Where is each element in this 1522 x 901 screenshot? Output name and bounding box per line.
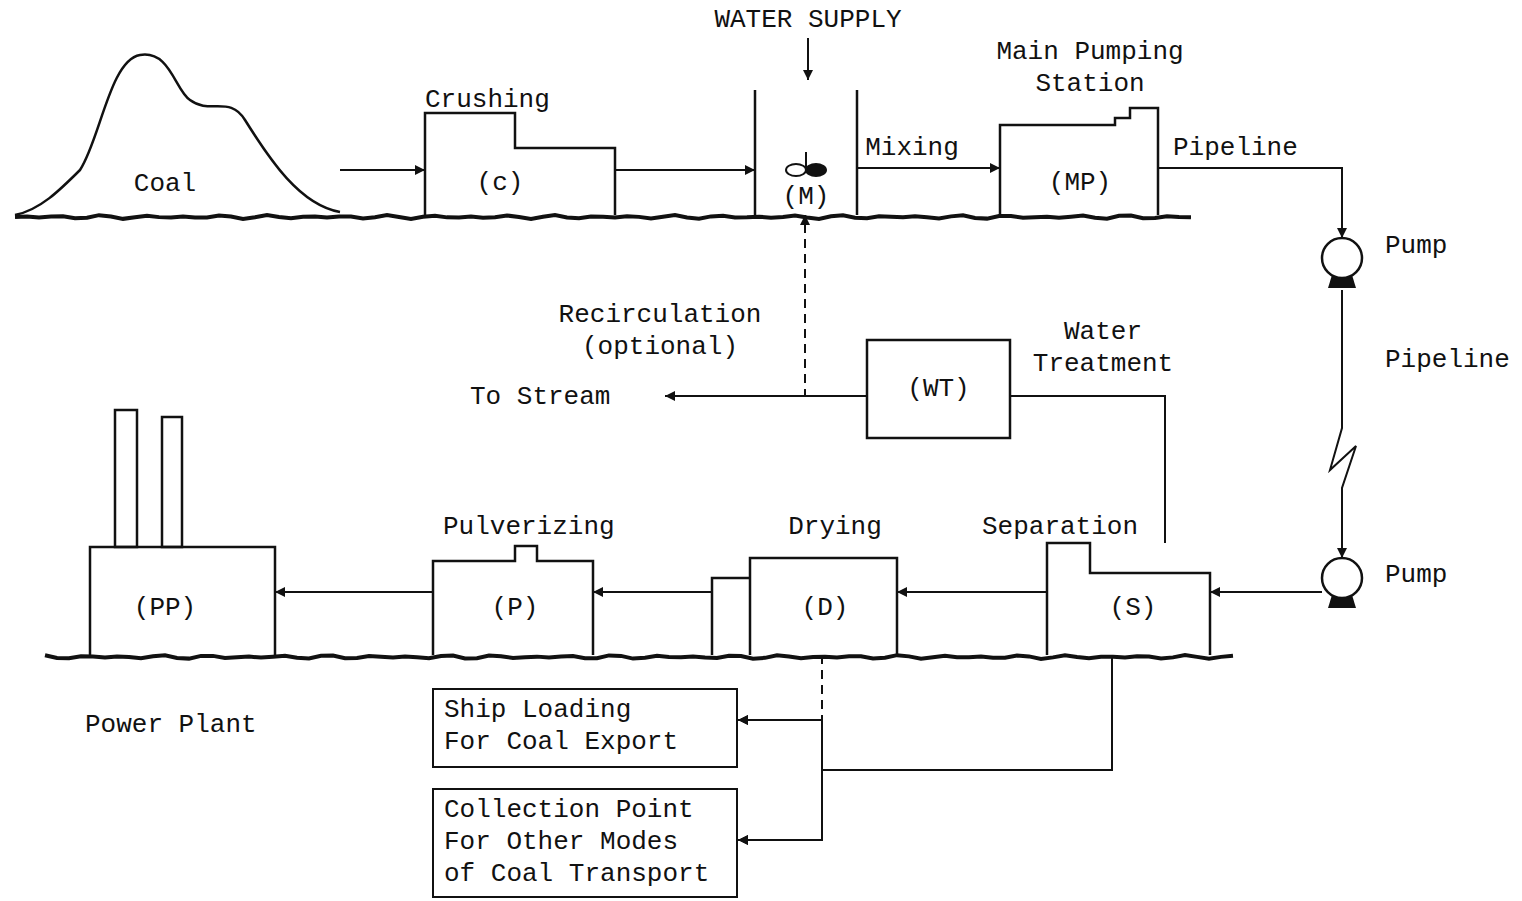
node-label: (MP) [1030,167,1130,199]
mixer-blade [806,164,826,176]
annotation: To Stream [470,381,630,413]
annotation: WATER SUPPLY [708,4,908,36]
ground-line [45,655,1233,659]
edge-label: Pipeline [1385,344,1520,376]
flow-arrow [738,655,822,840]
flow-arrow [738,655,1112,840]
outline [755,90,857,215]
node-outline [1322,558,1362,610]
node-label: Power Plant [85,709,285,741]
node-label: (M) [755,181,857,213]
edge-label: Mixing [862,132,962,164]
flow-arrow [340,169,425,171]
flow-arrow [805,215,867,396]
node-label: Collection Point For Other Modes of Coal… [444,794,714,890]
crushing-building: Crushing(c) [425,113,615,215]
outline [433,546,593,655]
outline [1000,108,1158,215]
node-label: (WT) [867,373,1010,405]
node-label: Water Treatment [1028,316,1178,380]
outline [1047,543,1210,655]
node-outline [1000,108,1158,215]
outline [867,340,1010,438]
mixer-blade [786,164,806,176]
pump: Pump [1322,558,1362,610]
node-label: Main Pumping Station [990,36,1190,100]
edge-label: Pipeline [1173,132,1313,164]
flow-arrow [593,591,712,593]
node-label: Ship Loading For Coal Export [444,694,686,758]
node-label: (S) [1083,592,1183,624]
node-label: Pulverizing [443,511,633,543]
flow-arrow [1330,290,1356,558]
coal-pile: Coal [15,55,340,215]
mixing-tank: (M) [755,90,857,215]
ground-line [15,215,1191,219]
outline [712,558,897,655]
node-label: Pump [1385,559,1465,591]
flow-arrow [1210,591,1322,593]
pumping-station: Main Pumping Station(MP) [1000,108,1158,215]
separation-building: Separation(S) [1047,543,1210,655]
node-outline [425,113,615,215]
flow-arrow [275,591,433,593]
pump-symbol [1322,238,1362,278]
destination-box: Collection Point For Other Modes of Coal… [432,788,738,898]
flow-arrow [857,167,1000,169]
flow-arrow [1158,168,1342,238]
node-label: (P) [465,592,565,624]
chimney [115,410,137,547]
flow-arrow [738,655,822,720]
mixer-shaft [805,152,807,168]
node-label: Separation [982,511,1142,543]
node-label: Drying [775,511,895,543]
node-label: Pump [1385,230,1465,262]
pump: Pump [1322,238,1362,290]
pulverizing-building: Pulverizing(P) [433,546,593,655]
flow-arrow [738,655,1112,770]
ground-line [15,215,1233,659]
node-label: Coal [115,168,215,200]
flow-arrow [615,169,755,171]
node-label: (PP) [115,592,215,624]
chimney [162,417,182,547]
node-label: (D) [775,592,875,624]
outline [425,113,615,215]
node-outline [1322,238,1362,290]
water-supply-arrow [807,38,809,80]
outline [90,547,275,655]
pump-symbol [1322,558,1362,598]
destination-box: Ship Loading For Coal Export [432,688,738,768]
flow-arrow [897,591,1047,593]
outline [15,55,340,215]
water-treatment: Water Treatment(WT) [867,340,1010,438]
node-label: (c) [450,167,550,199]
drying-building: Drying(D) [712,558,897,655]
annotation: Recirculation (optional) [552,299,768,363]
power-plant: (PP)Power Plant [90,547,275,655]
node-label: Crushing [425,84,575,116]
